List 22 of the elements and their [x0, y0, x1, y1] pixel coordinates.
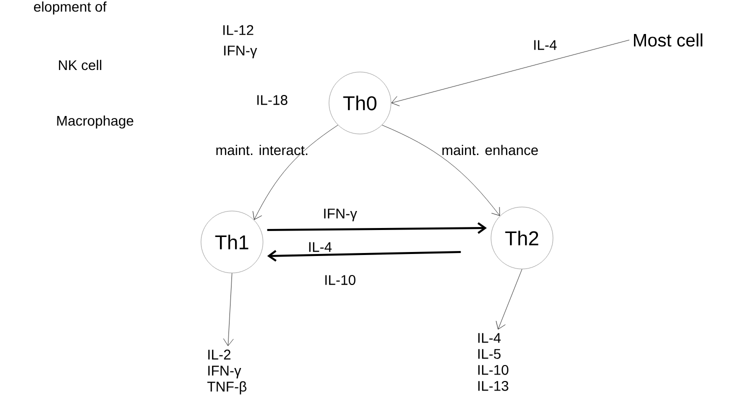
cytokine-label: IL-18: [257, 95, 288, 105]
cell-label: NK cell: [58, 60, 102, 70]
arrow: [252, 124, 338, 220]
arrow: [267, 222, 487, 234]
edge-label: IL-10: [323, 274, 357, 286]
note: maint. enhance: [442, 144, 538, 156]
cell-label: Most cell: [634, 33, 702, 47]
cell-label: Macrophage: [57, 115, 134, 129]
arrow: [391, 40, 630, 106]
cytokine-label: IL-12: [223, 25, 254, 35]
note: maint. interact.: [216, 144, 308, 156]
cytokine-list: IL-2 IFN-γ TNF-β: [207, 350, 246, 394]
cytokine-label: IFN-γ: [224, 46, 258, 58]
arrow: [382, 124, 500, 216]
arrow: [496, 269, 522, 330]
heading: elopment of: [34, 1, 107, 15]
cytokine-label: IL-4: [309, 242, 332, 252]
cytokine-list: IL-4 IL-5 IL-10 IL-13: [478, 333, 508, 391]
arrow: [223, 273, 234, 346]
arrow: [267, 250, 461, 262]
edge-label: IFN-γ: [322, 208, 358, 222]
edge-label: IL-4: [532, 39, 558, 51]
